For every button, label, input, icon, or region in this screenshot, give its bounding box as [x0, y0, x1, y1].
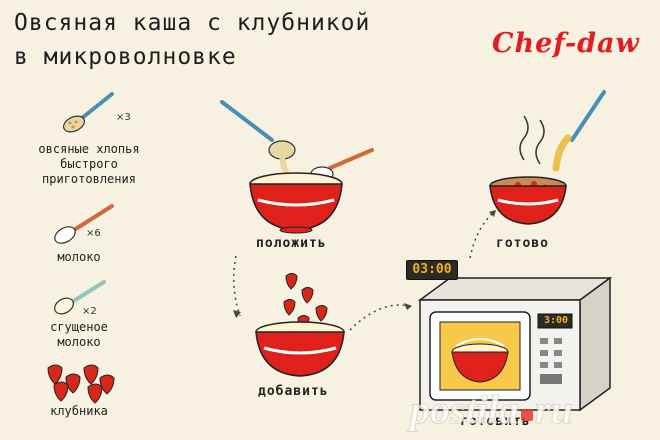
step-done-label: готово: [496, 236, 549, 251]
ingredient-milk-label: молоко: [57, 250, 101, 264]
microwave-icon: [417, 276, 613, 412]
spoon-condensed-milk-icon: [54, 280, 106, 315]
microwave-display: 3:00: [543, 315, 569, 326]
milk-multiplier: ×6: [86, 228, 101, 239]
step-add-label: добавить: [258, 384, 329, 399]
brand-logo: Chef-daw: [492, 28, 640, 59]
ingredient-condensed-milk-label: сгущеное молоко: [50, 320, 108, 349]
bowl-done-icon: [489, 90, 606, 225]
step-cook-label: готовить: [460, 414, 531, 429]
spoon-oats-icon: [63, 92, 114, 133]
oats-multiplier: ×3: [116, 112, 131, 123]
condensed-milk-multiplier: ×2: [82, 306, 97, 317]
title-line-2: в микроволновке: [14, 44, 237, 70]
watermark-dot-icon: [520, 409, 533, 421]
bowl-put-icon: [220, 100, 374, 234]
bowl-add-icon: [255, 273, 345, 377]
arrow-heads: [233, 210, 496, 318]
page-title: Овсяная каша с клубникой в микроволновке: [14, 6, 370, 74]
watermark-left: postila: [410, 387, 520, 433]
watermark: postila ru: [410, 386, 574, 433]
timer-display: 03:00: [406, 260, 458, 280]
spoon-milk-icon: [54, 204, 114, 244]
step-put-label: положить: [256, 236, 327, 251]
ingredient-strawberry-label: клубника: [50, 404, 108, 418]
title-line-1: Овсяная каша с клубникой: [14, 10, 371, 36]
ingredient-oats-label: овсяные хлопья быстрого приготовления: [38, 142, 140, 186]
flow-arrows: [233, 211, 495, 331]
watermark-right: ru: [534, 387, 573, 433]
strawberries-icon: [47, 364, 115, 404]
